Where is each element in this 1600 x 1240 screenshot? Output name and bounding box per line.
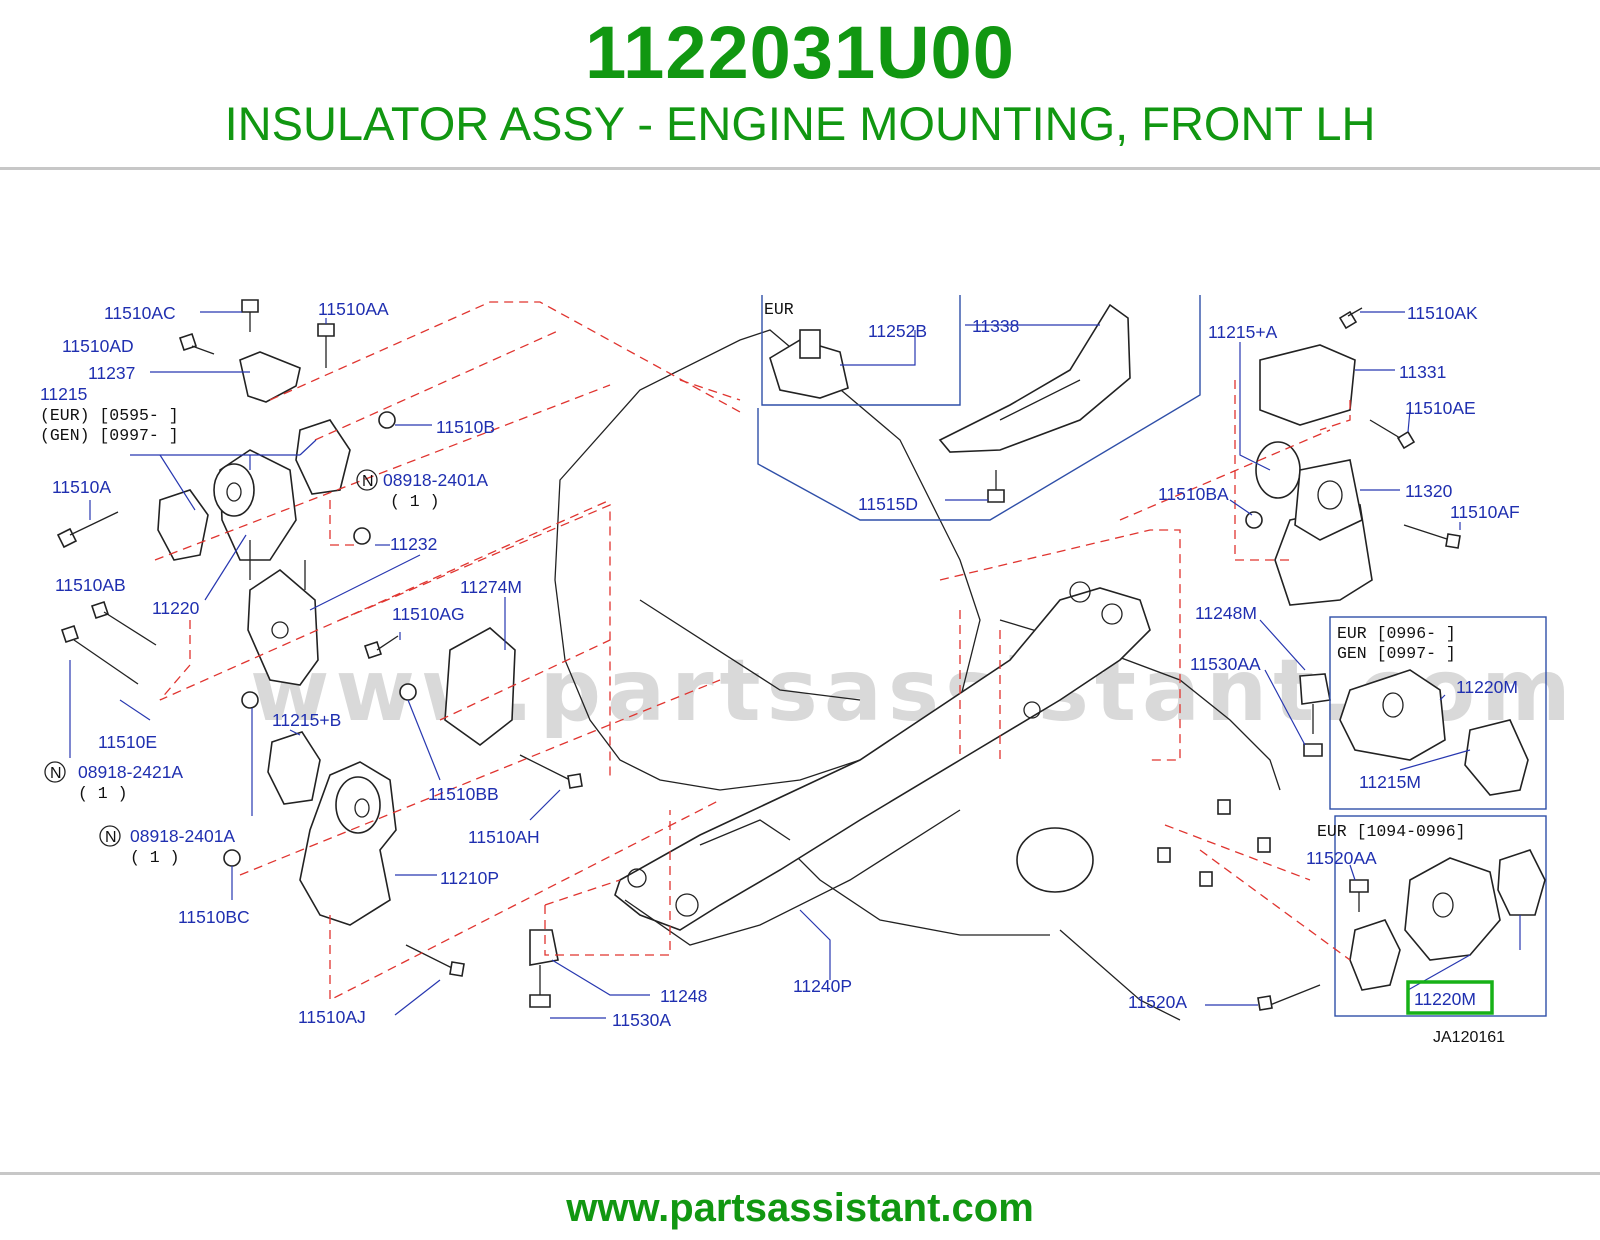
left-mount-assembly <box>56 299 583 1008</box>
label-11510B: 11510B <box>436 417 495 437</box>
qty-a: ( 1 ) <box>390 492 440 511</box>
label-11520A: 11520A <box>1128 992 1187 1012</box>
label-11215B: 11215+B <box>272 710 341 730</box>
crossmember-11240P <box>614 581 1151 946</box>
variant-box-1094 <box>1257 815 1547 1017</box>
variant-box-0996 <box>1329 616 1547 810</box>
label-08918-2401A-a: 08918-2401A <box>383 470 488 490</box>
small-cylinders <box>1157 799 1271 887</box>
qualifier-eur-box: EUR <box>764 300 794 319</box>
label-11510AD: 11510AD <box>62 336 134 356</box>
label-11248: 11248 <box>660 986 707 1006</box>
label-08918-2401A-b: 08918-2401A <box>130 826 235 846</box>
label-11320: 11320 <box>1405 481 1453 501</box>
footer-url[interactable]: www.partsassistant.com <box>566 1186 1034 1230</box>
label-11510AG: 11510AG <box>392 604 465 624</box>
label-11220M-highlighted[interactable]: 11220M <box>1414 989 1476 1009</box>
label-11232: 11232 <box>390 534 437 554</box>
n-marker-b-text: N <box>50 765 62 782</box>
diagram-reference: JA120161 <box>1433 1029 1505 1046</box>
label-11510A: 11510A <box>52 477 111 497</box>
n-marker-c <box>99 825 121 847</box>
label-11510AF: 11510AF <box>1450 502 1520 522</box>
n-marker-c-text: N <box>105 829 117 846</box>
footer-divider <box>0 1172 1600 1175</box>
n-marker-a-text: N <box>362 473 374 490</box>
label-11237: 11237 <box>88 363 135 383</box>
qualifier-eur-0595: (EUR) [0595- ] <box>40 406 179 425</box>
page-header: 1122031U00 INSULATOR ASSY - ENGINE MOUNT… <box>0 0 1600 168</box>
label-11510E: 11510E <box>98 732 157 752</box>
qualifier-gen-0997: (GEN) [0997- ] <box>40 426 179 445</box>
label-11515D: 11515D <box>858 494 918 514</box>
label-11530A: 11530A <box>612 1010 671 1030</box>
part-labels: 11510AC 11510AA 11510AD 11237 11215 (EUR… <box>40 299 1520 1046</box>
header-divider <box>0 167 1600 170</box>
label-11274M: 11274M <box>460 577 522 597</box>
qualifier-eur-0996: EUR [0996- ] <box>1337 624 1456 643</box>
label-11510AA: 11510AA <box>318 299 389 319</box>
n-marker-b <box>44 761 66 783</box>
right-upper-mount <box>1245 307 1461 757</box>
label-11530AA: 11530AA <box>1190 654 1261 674</box>
label-11510AC: 11510AC <box>104 303 176 323</box>
qty-c: ( 1 ) <box>130 848 180 867</box>
label-11331: 11331 <box>1399 362 1446 382</box>
leader-lines <box>69 311 1521 1019</box>
label-11510BA: 11510BA <box>1158 484 1229 504</box>
qualifier-gen-0997-box: GEN [0997- ] <box>1337 644 1456 663</box>
label-11215M: 11215M <box>1359 772 1421 792</box>
label-11510AE: 11510AE <box>1405 398 1476 418</box>
label-08918-2421A: 08918-2421A <box>78 762 183 782</box>
label-11215: 11215 <box>40 384 87 404</box>
highlight-box <box>1406 980 1494 1015</box>
label-11220: 11220 <box>152 598 200 618</box>
label-11510BB: 11510BB <box>428 784 499 804</box>
n-marker-a <box>356 469 378 491</box>
top-center-parts <box>757 295 1201 521</box>
label-11520AA: 11520AA <box>1306 848 1377 868</box>
label-11338: 11338 <box>972 316 1019 336</box>
dashed-guides <box>154 301 1351 1002</box>
label-11210P: 11210P <box>440 868 499 888</box>
qty-b: ( 1 ) <box>78 784 128 803</box>
label-11248M: 11248M <box>1195 603 1257 623</box>
label-11510AH: 11510AH <box>468 827 540 847</box>
label-11510BC: 11510BC <box>178 907 250 927</box>
label-11240P: 11240P <box>793 976 852 996</box>
part-number-title: 1122031U00 <box>585 11 1015 94</box>
qualifier-eur-1094: EUR [1094-0996] <box>1317 822 1466 841</box>
label-11220M-a: 11220M <box>1456 677 1518 697</box>
part-description: INSULATOR ASSY - ENGINE MOUNTING, FRONT … <box>224 97 1376 150</box>
label-11510AB: 11510AB <box>55 575 126 595</box>
label-11510AK: 11510AK <box>1407 303 1478 323</box>
label-11215A: 11215+A <box>1208 322 1278 342</box>
label-11510AJ: 11510AJ <box>298 1007 366 1027</box>
label-11252B: 11252B <box>868 321 927 341</box>
